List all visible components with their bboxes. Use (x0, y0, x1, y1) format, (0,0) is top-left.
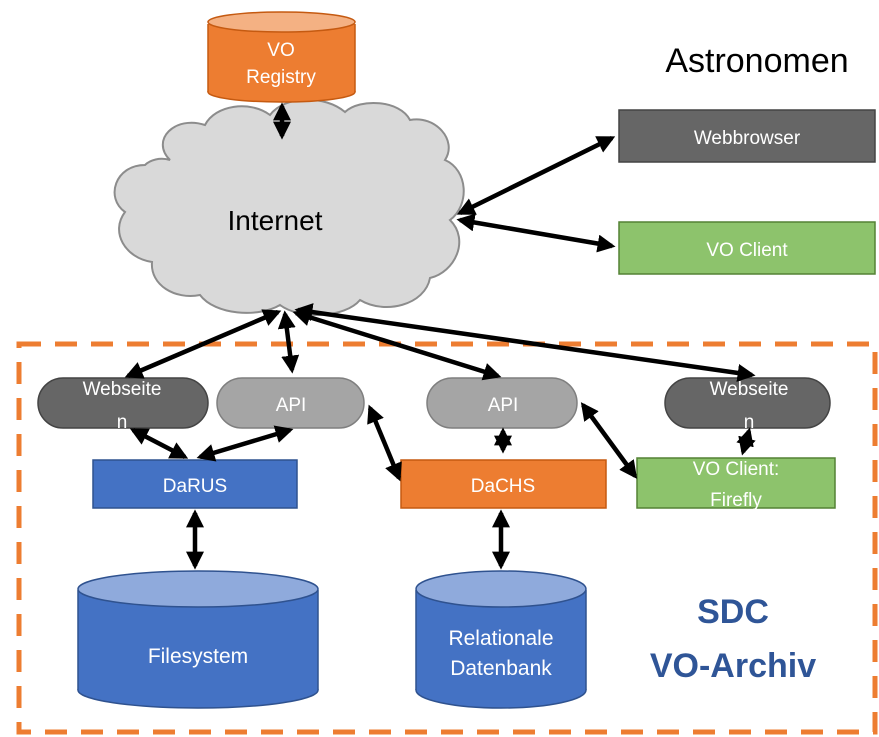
webseite-left-label-2: n (117, 412, 128, 433)
astronomen-label: Astronomen (665, 42, 848, 80)
edge-webseite-darus (129, 428, 189, 459)
darus-box (92, 459, 298, 509)
connections (124, 102, 756, 570)
api-mid-label: API (488, 395, 519, 416)
firefly-box (636, 457, 836, 509)
firefly-label-2: Firefly (710, 490, 762, 511)
edge-internet-api-left (277, 310, 300, 374)
webseite-right-label-2: n (744, 412, 755, 433)
dachs-box (400, 459, 607, 509)
vo-client-label: VO Client (706, 240, 788, 261)
edge-internet-webseite-left (124, 309, 282, 379)
firefly-label-1: VO Client: (693, 459, 780, 480)
webseite-left-label-1: Webseite (83, 379, 162, 400)
darus-label: DaRUS (163, 476, 227, 497)
filesystem-label: Filesystem (148, 645, 248, 668)
edge-firefly-api-mid (580, 402, 638, 479)
datenbank-label-2: Datenbank (450, 657, 552, 680)
sdc-label-2: VO-Archiv (650, 647, 816, 685)
relational-database (415, 570, 587, 709)
webseite-right-label-1: Webseite (710, 379, 789, 400)
edge-internet-voclient (456, 213, 616, 253)
filesystem-database (77, 570, 319, 709)
dachs-label: DaCHS (471, 476, 535, 497)
vo-client-box (618, 221, 876, 275)
vo-registry-database (207, 11, 356, 103)
sdc-label-1: SDC (697, 593, 769, 631)
vo-registry-label-1: VO (267, 40, 294, 61)
edge-api-darus (196, 425, 294, 462)
sdc-archive-border (16, 341, 878, 735)
edge-internet-webbrowser (456, 135, 616, 216)
webseite-left-pill (37, 377, 209, 429)
webbrowser-box (618, 109, 876, 163)
internet-label: Internet (228, 205, 323, 236)
edge-api-dachs (367, 404, 402, 482)
vo-registry-label-2: Registry (246, 67, 316, 88)
edge-internet-webseite-right (294, 303, 756, 382)
datenbank-label-1: Relationale (448, 627, 553, 650)
api-left-label: API (276, 395, 307, 416)
webbrowser-label: Webbrowser (694, 128, 801, 149)
edge-webseite-right-firefly (736, 427, 756, 456)
